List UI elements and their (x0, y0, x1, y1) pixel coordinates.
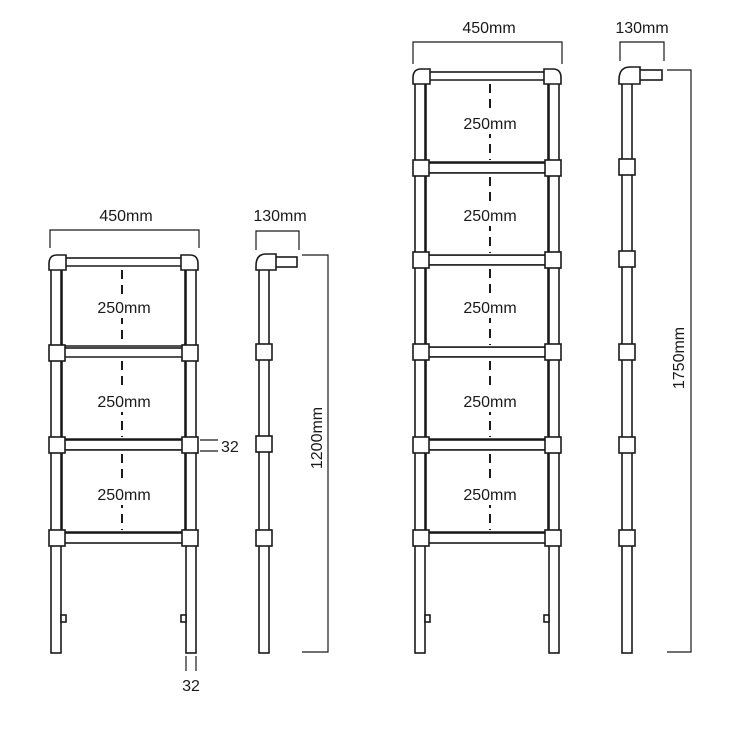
large-rack-front-view: 450mm 250mm 250mm 250mm 250mm 250mm (412, 20, 563, 654)
large-front-width-dimension (412, 41, 563, 64)
large-tee-fitting-r4 (544, 343, 562, 361)
small-front-width-dimension (49, 229, 200, 248)
large-tee-fitting-r2 (544, 159, 562, 177)
large-side-fitting-3 (618, 250, 636, 268)
small-side-fitting-3 (255, 435, 273, 453)
small-pipe-label-bottom: 32 (182, 678, 200, 695)
small-shelf-label-bg-3 (94, 483, 154, 505)
small-rack-side-view: 130mm 1200mm (253, 208, 329, 654)
small-tee-fitting-l2 (48, 344, 66, 362)
large-foot-stub-left (424, 614, 431, 623)
large-tee-fitting-r3 (544, 251, 562, 269)
large-shelf-label-3: 250mm (463, 300, 516, 317)
large-corner-fitting-right (543, 68, 562, 85)
large-side-elbow-fitting (618, 66, 641, 85)
large-rail-6 (424, 532, 550, 544)
large-rail-4 (424, 346, 550, 358)
large-side-fitting-2 (618, 158, 636, 176)
small-pipe-label-side: 32 (221, 439, 239, 456)
large-tee-fitting-l6 (412, 529, 430, 547)
large-side-depth-label: 130mm (615, 20, 668, 37)
large-foot-stub-right (543, 614, 550, 623)
small-side-post (258, 264, 270, 654)
large-tee-fitting-r6 (544, 529, 562, 547)
small-tee-fitting-r3 (181, 436, 199, 454)
large-tee-fitting-l2 (412, 159, 430, 177)
large-side-fitting-5 (618, 436, 636, 454)
small-corner-fitting-right (180, 254, 199, 271)
large-rail-2 (424, 162, 550, 174)
small-side-depth-label: 130mm (253, 208, 306, 225)
small-side-depth-dimension (255, 230, 300, 250)
small-shelf-label-3: 250mm (97, 487, 150, 504)
large-shelf-label-4: 250mm (463, 394, 516, 411)
large-side-height-label: 1750mm (671, 327, 688, 389)
large-tee-fitting-l4 (412, 343, 430, 361)
small-side-fitting-2 (255, 343, 273, 361)
small-shelf-label-2: 250mm (97, 394, 150, 411)
large-front-width-label: 450mm (462, 20, 515, 37)
small-side-elbow-fitting (255, 253, 277, 271)
small-tee-fitting-l3 (48, 436, 66, 454)
large-side-depth-dimension (619, 41, 665, 61)
large-shelf-label-2: 250mm (463, 208, 516, 225)
large-rack-side-view: 130mm 1750mm (615, 20, 692, 654)
large-side-fitting-4 (618, 343, 636, 361)
small-tee-fitting-l4 (48, 529, 66, 547)
large-shelf-label-bg-4 (460, 390, 520, 412)
large-side-height-dimension (667, 69, 692, 653)
small-foot-stub-left (60, 614, 67, 623)
small-side-height-label: 1200mm (309, 407, 326, 469)
small-right-upright (185, 257, 197, 654)
large-rail-5 (424, 439, 550, 451)
large-tee-fitting-l3 (412, 251, 430, 269)
small-shelf-label-1: 250mm (97, 300, 150, 317)
small-side-fitting-4 (255, 529, 273, 547)
small-shelf-label-bg-1 (94, 296, 154, 318)
small-rack-front-view: 450mm 250mm 250mm 250mm (48, 208, 239, 695)
small-corner-fitting-left (48, 254, 67, 271)
small-rail-4 (60, 532, 187, 544)
large-side-fitting-6 (618, 529, 636, 547)
small-tee-fitting-r2 (181, 344, 199, 362)
large-shelf-label-1: 250mm (463, 116, 516, 133)
large-tee-fitting-r5 (544, 436, 562, 454)
large-corner-fitting-left (412, 68, 431, 85)
small-tee-fitting-r4 (181, 529, 199, 547)
large-shelf-label-bg-5 (460, 483, 520, 505)
large-rail-3 (424, 254, 550, 266)
small-side-height-dimension (302, 254, 329, 653)
large-shelf-label-bg-2 (460, 204, 520, 226)
small-left-upright (50, 257, 62, 654)
small-shelf-label-bg-2 (94, 390, 154, 412)
large-tee-fitting-l5 (412, 436, 430, 454)
large-shelf-label-5: 250mm (463, 487, 516, 504)
large-shelf-label-bg-3 (460, 296, 520, 318)
small-rail-3 (60, 439, 187, 451)
small-foot-stub-right (180, 614, 187, 623)
large-shelf-label-bg-1 (460, 112, 520, 134)
small-front-width-label: 450mm (99, 208, 152, 225)
